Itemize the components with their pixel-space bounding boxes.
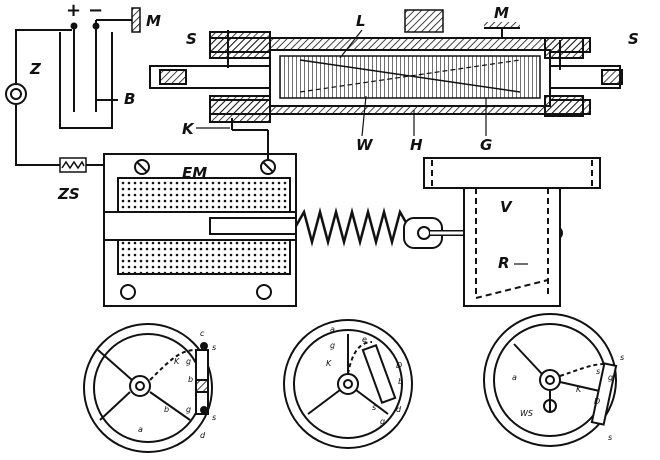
steering-wheel-middle-labels: a g e K D b s g d xyxy=(326,325,403,426)
steering-wheel-middle xyxy=(283,319,413,449)
svg-text:e: e xyxy=(362,335,367,344)
steering-wheel-left-labels: c s K g b b g s a d xyxy=(138,329,216,440)
svg-text:g: g xyxy=(186,405,191,414)
svg-text:s: s xyxy=(212,413,216,422)
svg-text:D: D xyxy=(594,397,600,406)
svg-text:K: K xyxy=(576,385,582,394)
leader-W xyxy=(361,95,367,137)
circuit-wiring xyxy=(15,29,140,166)
plus-sign: + xyxy=(66,0,81,21)
svg-text:s: s xyxy=(372,403,376,412)
label-K: K xyxy=(182,120,195,138)
steering-wheel-right-labels: s s g K a D s WS xyxy=(512,353,624,442)
label-S-right: S xyxy=(628,30,639,48)
svg-text:K: K xyxy=(326,359,332,368)
svg-text:g: g xyxy=(380,417,385,426)
minus-sign: − xyxy=(88,0,103,21)
svg-text:b: b xyxy=(164,405,169,414)
brush-block-L xyxy=(404,9,444,33)
svg-text:s: s xyxy=(620,353,624,362)
svg-text:a: a xyxy=(330,325,335,334)
resistor-ZS xyxy=(59,157,87,173)
svg-text:g: g xyxy=(330,341,335,350)
label-S-left: S xyxy=(186,30,197,48)
leader-L xyxy=(339,29,363,59)
mass-ground-left xyxy=(131,7,141,33)
svg-text:a: a xyxy=(512,373,517,382)
spring xyxy=(294,207,410,247)
svg-text:s: s xyxy=(608,433,612,442)
label-M-left: M xyxy=(146,12,161,30)
svg-text:c: c xyxy=(200,329,205,338)
label-V: V xyxy=(500,198,513,216)
svg-text:s: s xyxy=(596,367,600,376)
svg-text:WS: WS xyxy=(520,409,533,418)
label-B: B xyxy=(124,90,135,108)
label-R: R xyxy=(498,254,510,272)
label-L: L xyxy=(356,12,366,30)
label-Z: Z xyxy=(29,60,42,78)
label-W: W xyxy=(356,136,374,154)
slip-ring-assembly xyxy=(149,30,623,130)
label-G: G xyxy=(480,136,492,154)
label-EM: EM xyxy=(182,164,207,182)
svg-text:b: b xyxy=(188,375,193,384)
svg-text:g: g xyxy=(608,373,613,382)
valve-V xyxy=(423,157,601,307)
battery-B xyxy=(59,19,132,129)
svg-text:d: d xyxy=(200,431,206,440)
svg-text:a: a xyxy=(138,425,143,434)
svg-text:g: g xyxy=(186,357,191,366)
steering-wheel-left xyxy=(83,323,213,453)
svg-text:b: b xyxy=(398,377,403,386)
steering-wheel-right xyxy=(483,313,618,447)
svg-text:D: D xyxy=(396,361,402,370)
svg-text:s: s xyxy=(212,343,216,352)
label-H: H xyxy=(410,136,423,154)
svg-text:d: d xyxy=(396,405,402,414)
electromagnet-EM xyxy=(103,129,297,307)
mass-ground-top xyxy=(484,22,520,38)
label-ZS: ZS xyxy=(57,185,80,203)
label-M-top: M xyxy=(494,4,509,22)
svg-text:K: K xyxy=(174,357,180,366)
lamp-Z xyxy=(5,83,27,105)
